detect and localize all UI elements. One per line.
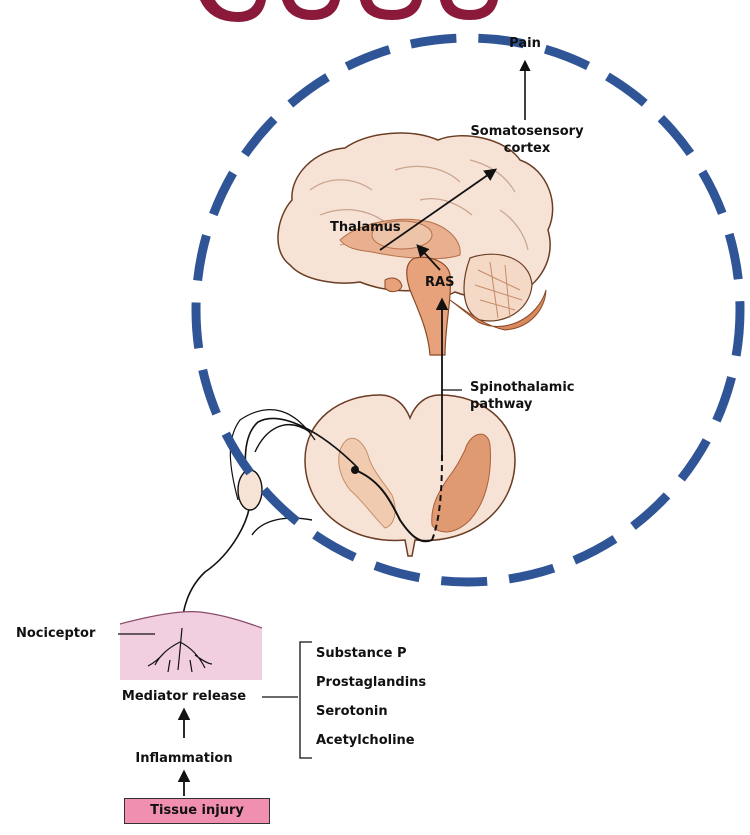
mediator-release-label: Mediator release [104, 689, 264, 705]
spinothalamic-label-line2: pathway [470, 397, 532, 413]
thalamus-label: Thalamus [330, 220, 401, 236]
mediator-list-bracket [300, 642, 312, 758]
mediator-item: Substance P [316, 646, 406, 661]
tissue-injury-box: Tissue injury [124, 798, 270, 824]
inflammation-label: Inflammation [104, 751, 264, 767]
spinothalamic-label-line1: Spinothalamic [470, 380, 575, 396]
skin-tissue [118, 612, 262, 680]
somatosensory-label-line2: cortex [452, 141, 602, 157]
mediator-item: Acetylcholine [316, 733, 415, 748]
mediator-item: Serotonin [316, 704, 388, 719]
ras-label: RAS [425, 275, 454, 291]
spinal-cord-section [305, 300, 515, 556]
nociceptor-label: Nociceptor [16, 626, 95, 642]
brain-illustration [278, 133, 553, 355]
pain-label: Pain [505, 36, 545, 52]
mediator-item: Prostaglandins [316, 675, 426, 690]
cropped-title-fragment [200, 0, 498, 22]
somatosensory-label-line1: Somatosensory [452, 124, 602, 140]
